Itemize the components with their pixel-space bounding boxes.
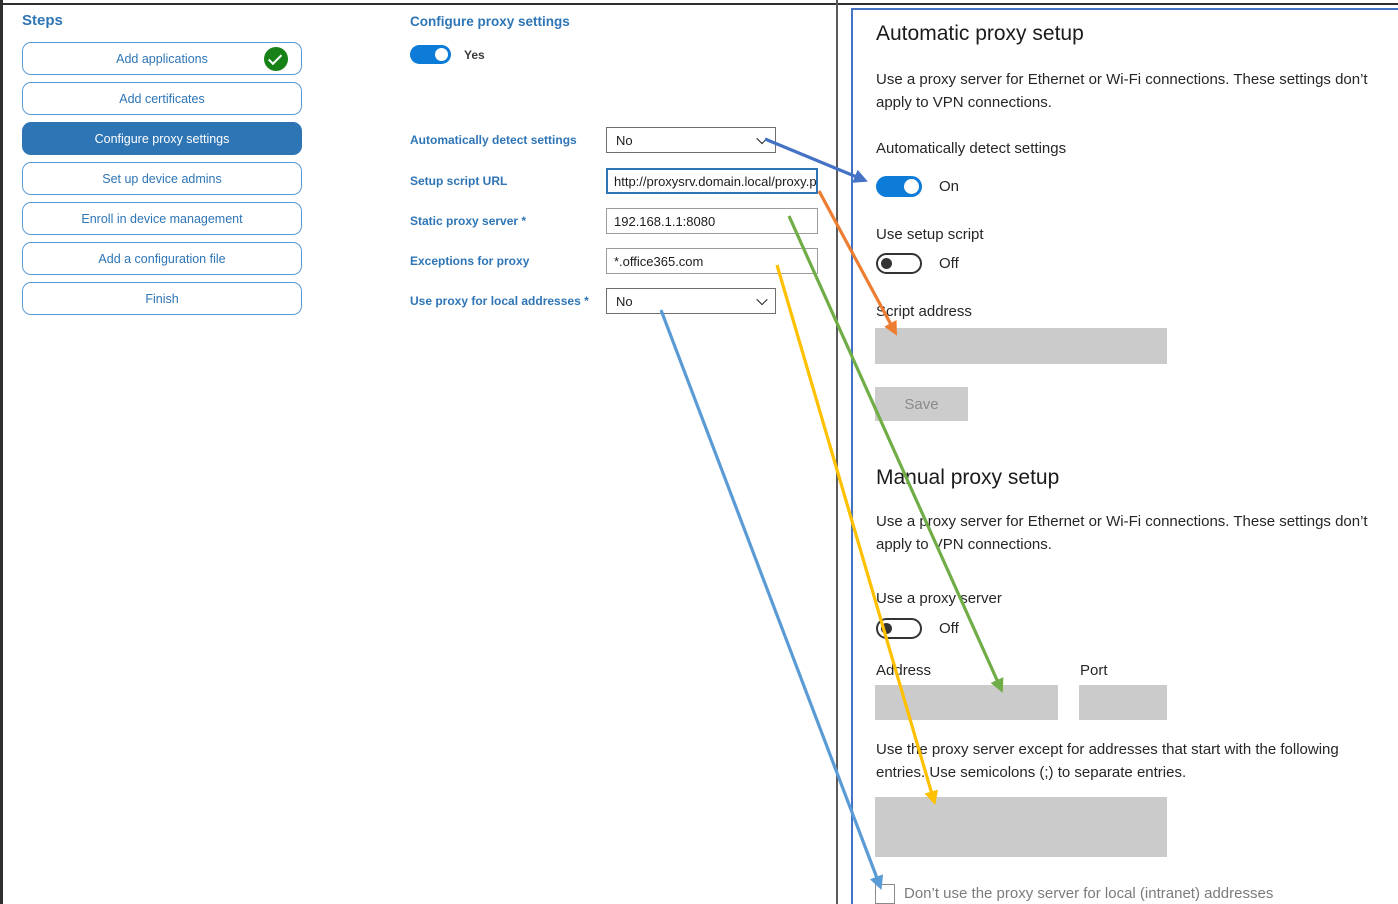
detect-settings-toggle[interactable] bbox=[876, 176, 922, 197]
sidebar-item-label: Add a configuration file bbox=[98, 251, 226, 266]
automatically-detect-settings-select[interactable]: No bbox=[606, 127, 776, 153]
toggle-knob bbox=[881, 623, 892, 634]
steps-title: Steps bbox=[22, 12, 63, 29]
arrow-local-addresses bbox=[659, 309, 884, 890]
completed-check-icon bbox=[264, 47, 288, 71]
address-label: Address bbox=[876, 662, 932, 679]
use-setup-script-label: Use setup script bbox=[876, 226, 984, 243]
proxy-exceptions-description: Use the proxy server except for addresse… bbox=[876, 741, 1339, 781]
use-setup-script-toggle[interactable] bbox=[876, 253, 922, 274]
sidebar-item-add-certificates[interactable]: Add certificates bbox=[22, 82, 302, 115]
use-proxy-for-local-addresses-select[interactable]: No bbox=[606, 288, 776, 314]
local-addresses-checkbox[interactable] bbox=[875, 884, 895, 904]
manual-proxy-setup-heading: Manual proxy setup bbox=[876, 466, 1060, 489]
automatic-proxy-setup-heading: Automatic proxy setup bbox=[876, 22, 1084, 45]
field-label-use-proxy-for-local-addresses: Use proxy for local addresses * bbox=[410, 294, 589, 308]
chevron-down-icon bbox=[756, 132, 768, 145]
port-label: Port bbox=[1080, 662, 1108, 679]
toggle-knob bbox=[881, 258, 892, 269]
proxy-exceptions-textarea[interactable] bbox=[875, 797, 1167, 857]
input-value: 192.168.1.1:8080 bbox=[614, 213, 716, 229]
chevron-down-icon bbox=[756, 293, 768, 306]
local-addresses-checkbox-label: Don’t use the proxy server for local (in… bbox=[904, 885, 1274, 902]
toggle-knob bbox=[435, 48, 448, 61]
sidebar-item-label: Add certificates bbox=[119, 91, 205, 106]
use-proxy-server-state: Off bbox=[939, 620, 959, 637]
detect-settings-state: On bbox=[939, 178, 960, 195]
manual-proxy-description: Use a proxy server for Ethernet or Wi-Fi… bbox=[876, 513, 1368, 553]
sidebar-item-add-a-configuration-file[interactable]: Add a configuration file bbox=[22, 242, 302, 275]
steps-panel: Steps Add applications Add certificates … bbox=[22, 12, 302, 322]
select-value: No bbox=[616, 132, 633, 148]
automatic-proxy-description: Use a proxy server for Ethernet or Wi-Fi… bbox=[876, 71, 1368, 111]
configure-proxy-toggle-label: Yes bbox=[464, 47, 485, 62]
field-label-exceptions-for-proxy: Exceptions for proxy bbox=[410, 254, 530, 268]
outer-border-top bbox=[0, 3, 1398, 5]
exceptions-for-proxy-input[interactable]: *.office365.com bbox=[606, 248, 818, 274]
port-input[interactable] bbox=[1079, 685, 1167, 720]
configure-proxy-toggle[interactable] bbox=[410, 45, 451, 64]
select-value: No bbox=[616, 293, 633, 309]
save-button[interactable]: Save bbox=[875, 387, 968, 421]
outer-border-left bbox=[0, 0, 3, 904]
use-proxy-server-label: Use a proxy server bbox=[876, 590, 1002, 607]
windows-proxy-settings-panel: Automatic proxy setup Use a proxy server… bbox=[851, 8, 1398, 904]
sidebar-item-label: Add applications bbox=[116, 51, 208, 66]
sidebar-item-add-applications[interactable]: Add applications bbox=[22, 42, 302, 75]
sidebar-item-label: Set up device admins bbox=[102, 171, 222, 186]
sidebar-item-label: Configure proxy settings bbox=[94, 131, 230, 146]
script-address-label: Script address bbox=[876, 303, 972, 320]
static-proxy-server-input[interactable]: 192.168.1.1:8080 bbox=[606, 208, 818, 234]
sidebar-item-finish[interactable]: Finish bbox=[22, 282, 302, 315]
toggle-knob bbox=[904, 179, 919, 194]
vertical-divider bbox=[836, 0, 838, 904]
detect-settings-label: Automatically detect settings bbox=[876, 140, 1067, 157]
sidebar-item-set-up-device-admins[interactable]: Set up device admins bbox=[22, 162, 302, 195]
use-setup-script-state: Off bbox=[939, 255, 959, 272]
field-label-static-proxy-server: Static proxy server * bbox=[410, 214, 527, 228]
address-input[interactable] bbox=[875, 685, 1058, 720]
sidebar-item-enroll-in-device-management[interactable]: Enroll in device management bbox=[22, 202, 302, 235]
script-address-input[interactable] bbox=[875, 328, 1167, 364]
setup-script-url-input[interactable]: http://proxysrv.domain.local/proxy.pa bbox=[606, 168, 818, 194]
use-proxy-server-toggle[interactable] bbox=[876, 618, 922, 639]
field-label-automatically-detect-settings: Automatically detect settings bbox=[410, 133, 577, 147]
input-value: *.office365.com bbox=[614, 253, 704, 269]
sidebar-item-label: Finish bbox=[145, 291, 179, 306]
page-title: Configure proxy settings bbox=[410, 14, 570, 29]
sidebar-item-label: Enroll in device management bbox=[81, 211, 243, 226]
input-value: http://proxysrv.domain.local/proxy.pa bbox=[614, 173, 818, 189]
field-label-setup-script-url: Setup script URL bbox=[410, 174, 508, 188]
sidebar-item-configure-proxy-settings[interactable]: Configure proxy settings bbox=[22, 122, 302, 155]
